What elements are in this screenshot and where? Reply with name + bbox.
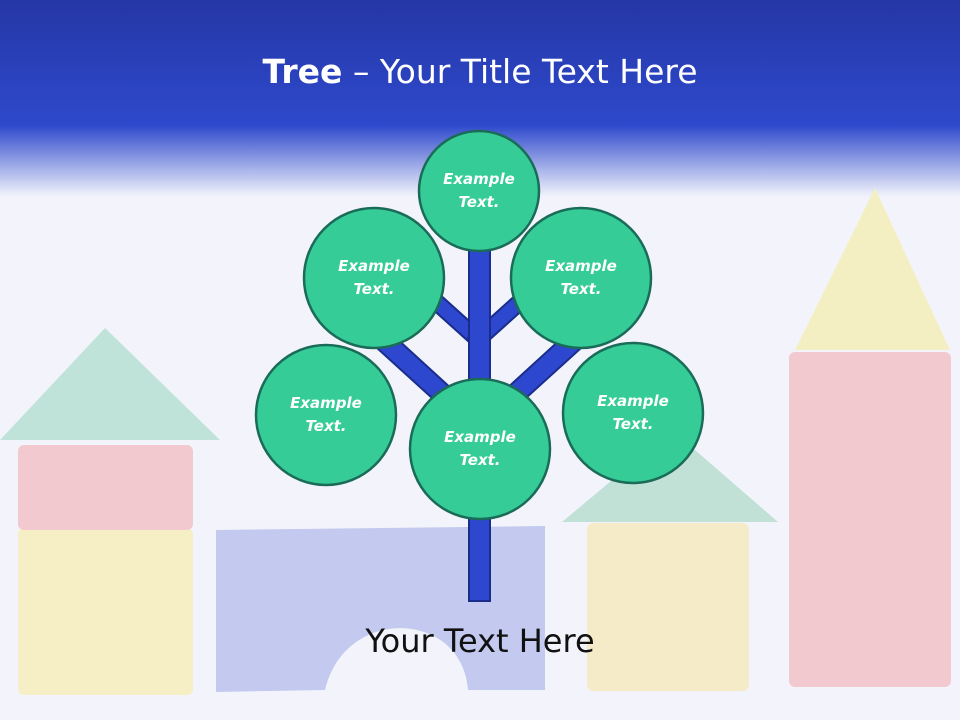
title-rest: – Your Title Text Here: [342, 52, 698, 91]
left-teal-roof: [0, 328, 220, 440]
node-top-label[interactable]: Example Text.: [443, 170, 515, 211]
node-center-circle: [408, 377, 552, 521]
yellow-roof: [795, 188, 950, 350]
node-lower-right-label[interactable]: Example Text.: [597, 392, 669, 433]
left-pink-block: [18, 445, 193, 530]
node-lower-right-circle: [561, 341, 705, 485]
node-top-circle: [417, 129, 541, 253]
tall-pink-block: [789, 352, 951, 687]
right-yellow-block: [587, 523, 749, 691]
node-center-label[interactable]: Example Text.: [444, 428, 516, 469]
caption-text[interactable]: Your Text Here: [365, 622, 595, 660]
node-lower-left-circle: [254, 343, 398, 487]
blue-arch-block: [216, 526, 545, 692]
node-upper-right-circle: [509, 206, 653, 350]
node-upper-left-label[interactable]: Example Text.: [338, 257, 410, 298]
right-teal-roof: [562, 430, 778, 522]
title-bold: Tree: [262, 52, 343, 91]
node-lower-left-label[interactable]: Example Text.: [290, 394, 362, 435]
left-yellow-block: [18, 528, 193, 695]
node-upper-left-circle: [302, 206, 446, 350]
slide-title[interactable]: Tree – Your Title Text Here: [0, 52, 960, 91]
node-upper-right-label[interactable]: Example Text.: [545, 257, 617, 298]
